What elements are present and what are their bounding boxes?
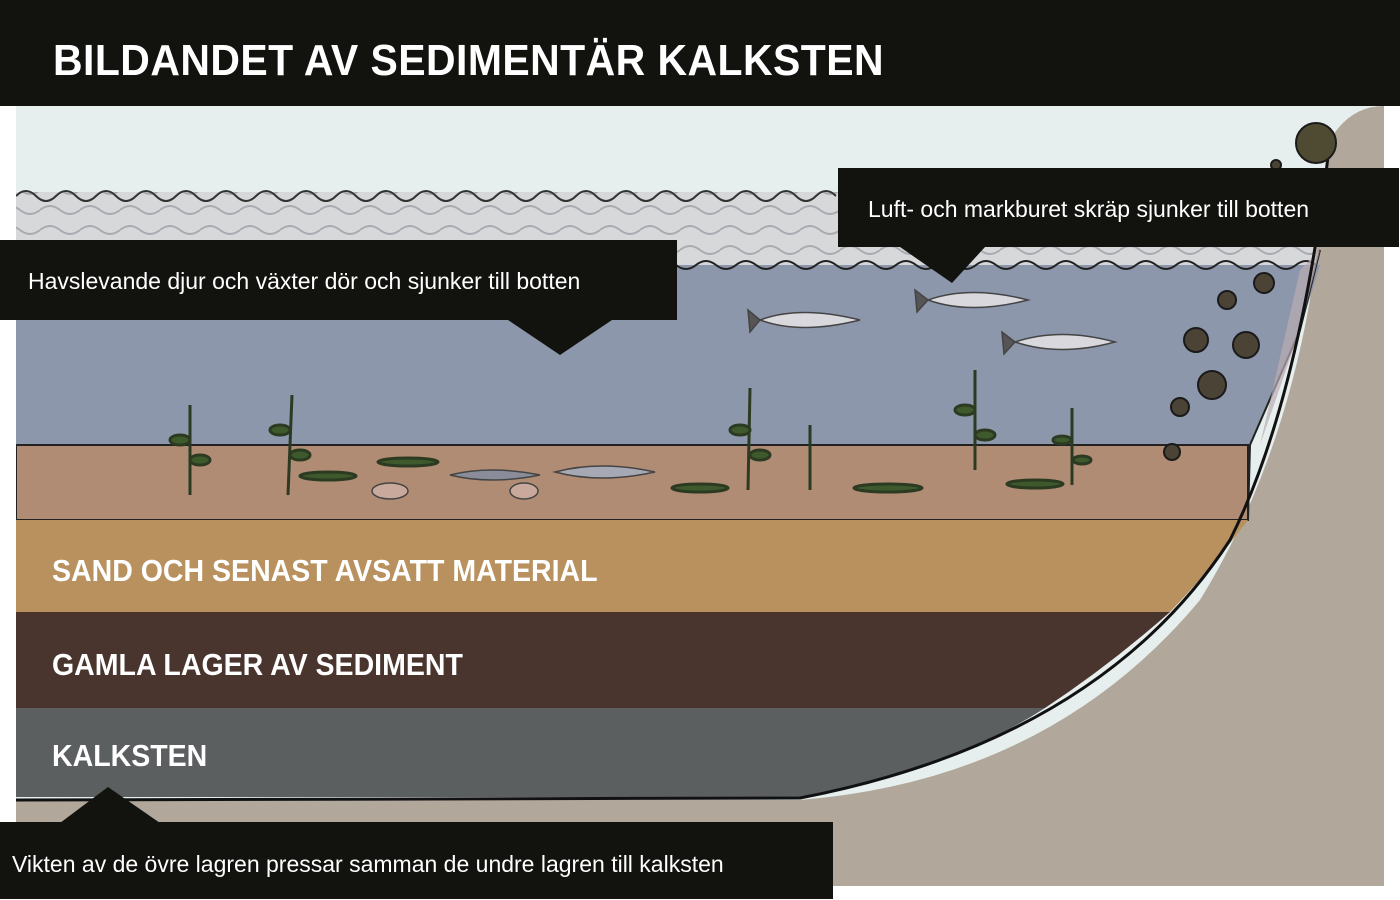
limestone-layer — [16, 708, 1045, 797]
callout-compression: Vikten av de övre lagren pressar samman … — [0, 822, 833, 899]
falling-rocks — [1163, 122, 1337, 461]
sand-layer — [16, 520, 1248, 612]
callout-pointer-organisms — [508, 320, 612, 355]
title-bar: BILDANDET AV SEDIMENTÄR KALKSTEN — [0, 0, 1400, 106]
callout-compression-text: Vikten av de övre lagren pressar samman … — [12, 851, 724, 877]
layer-label-old-sediment: GAMLA LAGER AV SEDIMENT — [52, 647, 463, 682]
layer-label-sand: SAND OCH SENAST AVSATT MATERIAL — [52, 553, 598, 588]
bedrock — [16, 106, 1384, 886]
layer-label-limestone: KALKSTEN — [52, 738, 208, 773]
callout-debris: Luft- och markburet skräp sjunker till b… — [838, 168, 1399, 247]
plants — [168, 370, 1093, 496]
old-sediment-layer — [16, 612, 1170, 708]
callout-organisms-text: Havslevande djur och växter dör och sjun… — [28, 268, 581, 294]
page-title: BILDANDET AV SEDIMENTÄR KALKSTEN — [53, 36, 885, 85]
callout-organisms: Havslevande djur och växter dör och sjun… — [0, 240, 677, 320]
callout-pointer-compression — [60, 787, 160, 823]
fish — [371, 288, 1118, 500]
callout-debris-text: Luft- och markburet skräp sjunker till b… — [868, 196, 1310, 222]
callout-pointer-debris — [900, 247, 985, 283]
